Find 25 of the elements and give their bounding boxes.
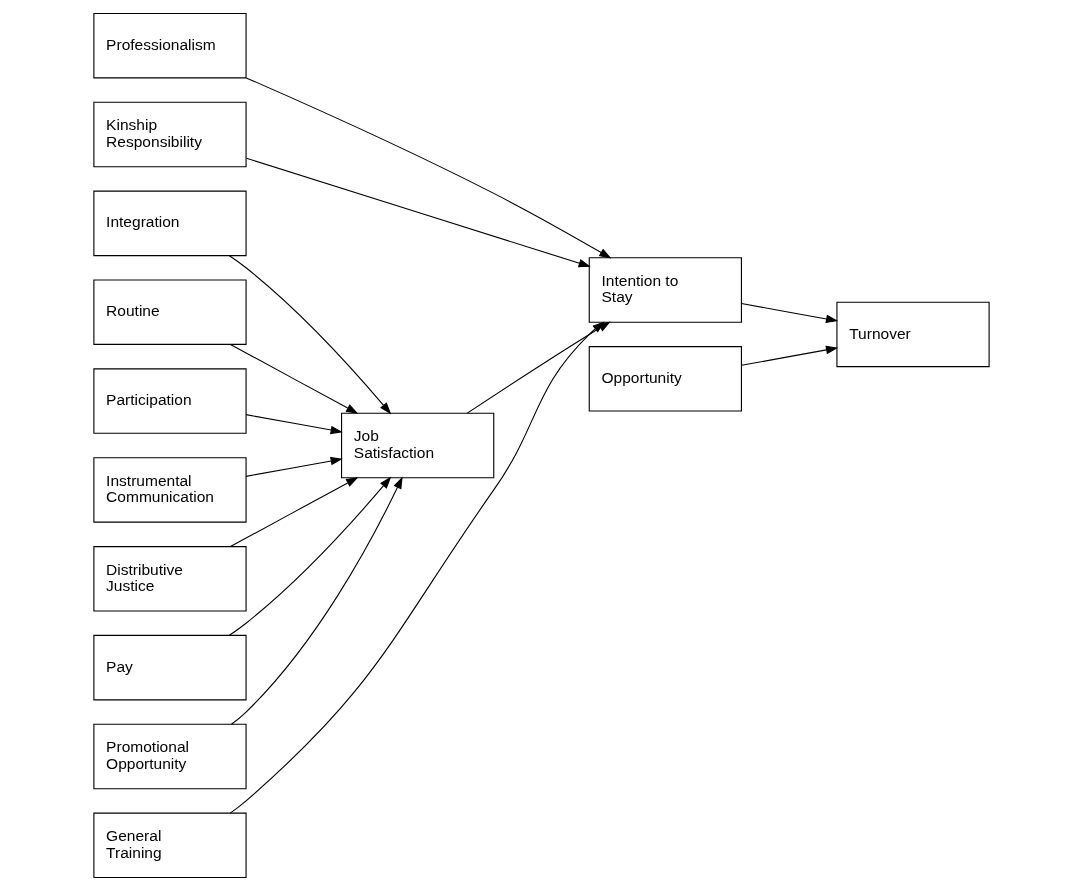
node-box: Turnover (836, 301, 990, 367)
arrow (230, 476, 403, 725)
arrow (245, 157, 591, 267)
node-box: Kinship Responsibility (93, 101, 247, 167)
arrow (740, 302, 839, 323)
node-box: Professionalism (93, 12, 247, 78)
node-box: Intention to Stay (588, 256, 742, 323)
node-box: Routine (93, 278, 247, 345)
arrow (229, 343, 359, 414)
node-box: Pay (93, 634, 247, 700)
arrow (228, 476, 392, 636)
node-box: Promotional Opportunity (93, 723, 247, 789)
arrow (228, 254, 392, 414)
node-box: Instrumental Communication (93, 456, 247, 523)
arrow (245, 76, 612, 258)
node-box: Distributive Justice (93, 545, 247, 612)
arrow (740, 345, 839, 366)
arrow (229, 476, 359, 547)
node-box: Integration (93, 190, 247, 256)
node-box: Opportunity (588, 345, 742, 412)
node-box: Participation (93, 367, 247, 434)
node-box: General Training (93, 812, 247, 878)
arrow (245, 413, 343, 434)
node-box: Job Satisfaction (341, 412, 495, 478)
arrow (245, 456, 343, 477)
